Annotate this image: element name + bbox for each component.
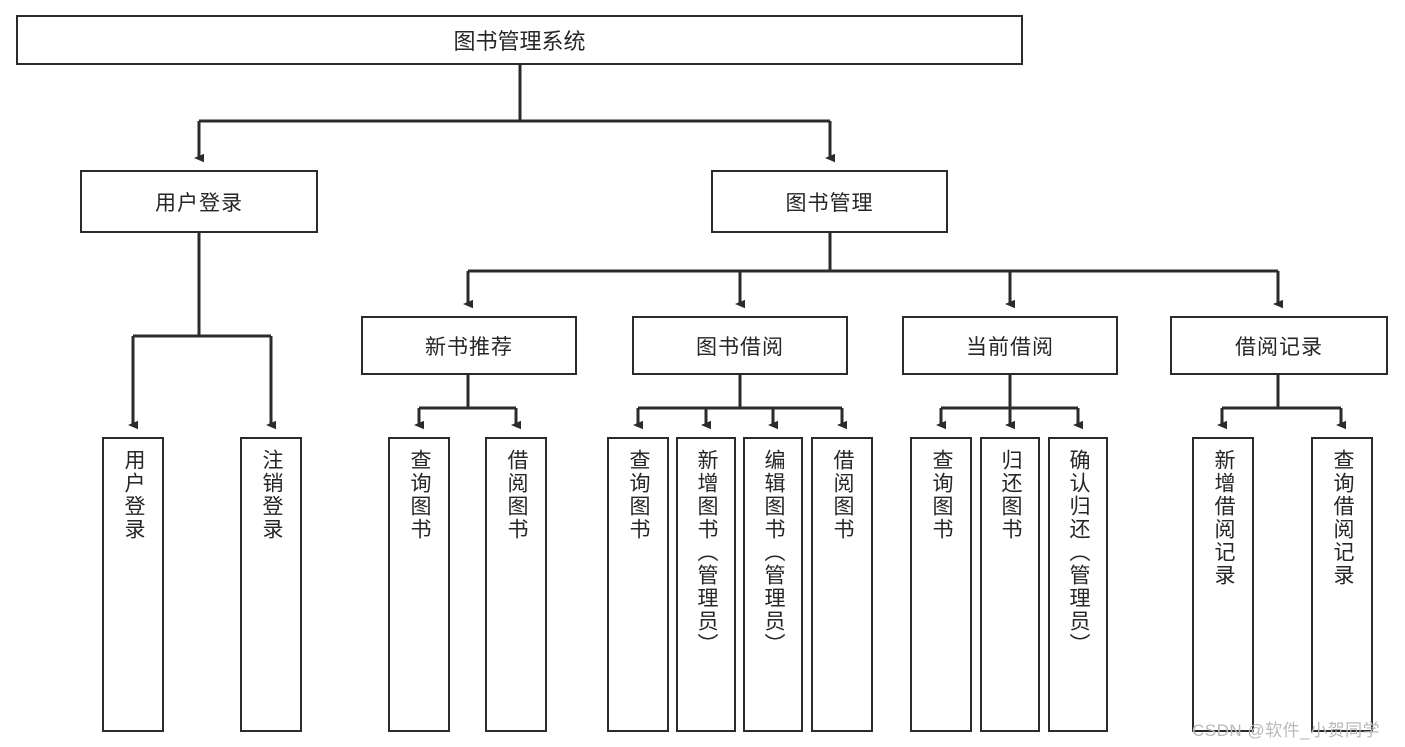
node-borrow-record[interactable]: 借阅记录 [1170, 316, 1388, 375]
node-current-borrow-label: 当前借阅 [966, 335, 1054, 359]
leaf-query-book-recommend-label: 查询图书 [407, 449, 431, 541]
leaf-query-book-current[interactable]: 查询图书 [910, 437, 972, 732]
leaf-add-borrow-record-label: 新增借阅记录 [1211, 449, 1235, 587]
leaf-return-book-label: 归还图书 [998, 449, 1022, 541]
leaf-borrow-book-recommend-label: 借阅图书 [504, 449, 528, 541]
node-user-login[interactable]: 用户登录 [80, 170, 318, 233]
leaf-user-login[interactable]: 用户登录 [102, 437, 164, 732]
leaf-query-book-current-label: 查询图书 [929, 449, 953, 541]
leaf-query-book-borrow-label: 查询图书 [626, 449, 650, 541]
node-root-system[interactable]: 图书管理系统 [16, 15, 1023, 65]
leaf-confirm-return-admin-label: 确认归还（管理员） [1066, 449, 1090, 656]
leaf-borrow-book-label: 借阅图书 [830, 449, 854, 541]
leaf-query-borrow-record[interactable]: 查询借阅记录 [1311, 437, 1373, 732]
node-book-borrow[interactable]: 图书借阅 [632, 316, 848, 375]
leaf-query-book-borrow[interactable]: 查询图书 [607, 437, 669, 732]
node-current-borrow[interactable]: 当前借阅 [902, 316, 1118, 375]
node-new-book-recommend[interactable]: 新书推荐 [361, 316, 577, 375]
leaf-edit-book-admin-label: 编辑图书（管理员） [761, 449, 785, 656]
node-root-system-label: 图书管理系统 [453, 29, 586, 54]
leaf-borrow-book-recommend[interactable]: 借阅图书 [485, 437, 547, 732]
node-book-management-label: 图书管理 [785, 191, 874, 215]
leaf-add-borrow-record[interactable]: 新增借阅记录 [1192, 437, 1254, 732]
leaf-query-book-recommend[interactable]: 查询图书 [388, 437, 450, 732]
leaf-logout-label: 注销登录 [259, 449, 283, 541]
node-book-management[interactable]: 图书管理 [711, 170, 948, 233]
leaf-edit-book-admin[interactable]: 编辑图书（管理员） [743, 437, 803, 732]
leaf-add-book-admin-label: 新增图书（管理员） [694, 449, 718, 656]
leaf-logout[interactable]: 注销登录 [240, 437, 302, 732]
leaf-return-book[interactable]: 归还图书 [980, 437, 1040, 732]
node-new-book-recommend-label: 新书推荐 [425, 335, 513, 359]
node-borrow-record-label: 借阅记录 [1235, 335, 1323, 359]
leaf-add-book-admin[interactable]: 新增图书（管理员） [676, 437, 736, 732]
leaf-user-login-label: 用户登录 [121, 449, 145, 541]
leaf-query-borrow-record-label: 查询借阅记录 [1330, 449, 1354, 587]
node-book-borrow-label: 图书借阅 [696, 335, 784, 359]
csdn-watermark: CSDN @软件_小贺同学 [1192, 721, 1381, 740]
leaf-confirm-return-admin[interactable]: 确认归还（管理员） [1048, 437, 1108, 732]
node-user-login-label: 用户登录 [155, 191, 243, 215]
leaf-borrow-book[interactable]: 借阅图书 [811, 437, 873, 732]
